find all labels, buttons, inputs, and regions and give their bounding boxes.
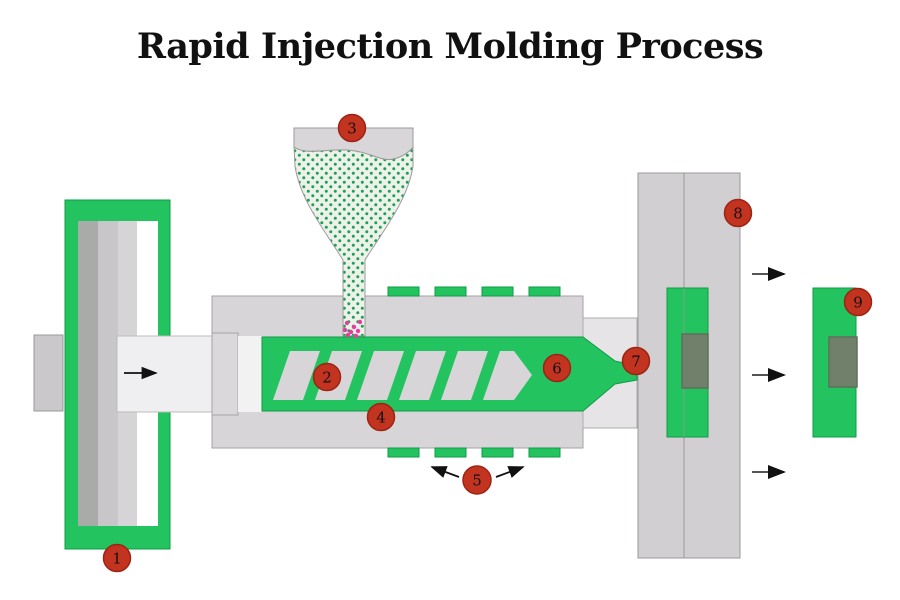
mold-assembly [637,172,741,559]
ejected-part [812,287,858,438]
heater-band [528,447,561,458]
marker-4: 4 [366,402,396,432]
marker-2: 2 [312,362,342,392]
marker-5: 5 [462,465,492,495]
tail-rod [33,334,64,412]
pointer-arrow-icon [495,466,525,478]
marker-9: 9 [843,287,873,317]
heater-band [528,286,561,297]
ejection-arrows [752,267,786,479]
marker-6-number: 6 [552,359,562,377]
clamp-stripe-dark [78,221,98,526]
marker-1: 1 [102,543,132,573]
heater-pointer-arrows [430,466,525,478]
flight-window [273,351,320,400]
marker-5-number: 5 [472,471,482,489]
melting-pellets [342,319,363,339]
heater-band [434,286,467,297]
heater-band [481,447,514,458]
heater-band [434,447,467,458]
marker-7-number: 7 [631,352,641,370]
marker-7: 7 [621,346,651,376]
marker-8-number: 8 [733,204,743,222]
ram-body [116,335,214,413]
page-title: Rapid Injection Molding Process [137,26,763,67]
injection-ram [116,332,262,416]
flight-window [357,351,404,400]
heater-bands [387,286,561,458]
heater-band [387,286,420,297]
ejected-part-cavity [828,336,858,388]
marker-3-number: 3 [347,119,357,137]
ram-gap [238,336,262,412]
marker-2-number: 2 [322,368,332,386]
flight-window-tip [483,351,532,400]
marker-1-number: 1 [112,549,122,567]
part-cavity [681,333,709,389]
marker-3: 3 [337,113,367,143]
reciprocating-screw [261,336,638,412]
hopper [293,127,414,339]
heater-band [481,286,514,297]
marker-8: 8 [723,198,753,228]
pointer-arrow-icon [430,466,460,478]
marker-6: 6 [542,353,572,383]
screw-flights [273,351,532,400]
marker-9-number: 9 [853,293,863,311]
ram-coupler [211,332,239,416]
heater-band [387,447,420,458]
clamp-stripe-mid [98,221,118,526]
step-markers: 1 2 3 4 5 6 7 8 [102,113,873,573]
marker-4-number: 4 [376,408,386,426]
hopper-lid [293,127,414,161]
flight-window [399,351,446,400]
flight-window [441,351,488,400]
